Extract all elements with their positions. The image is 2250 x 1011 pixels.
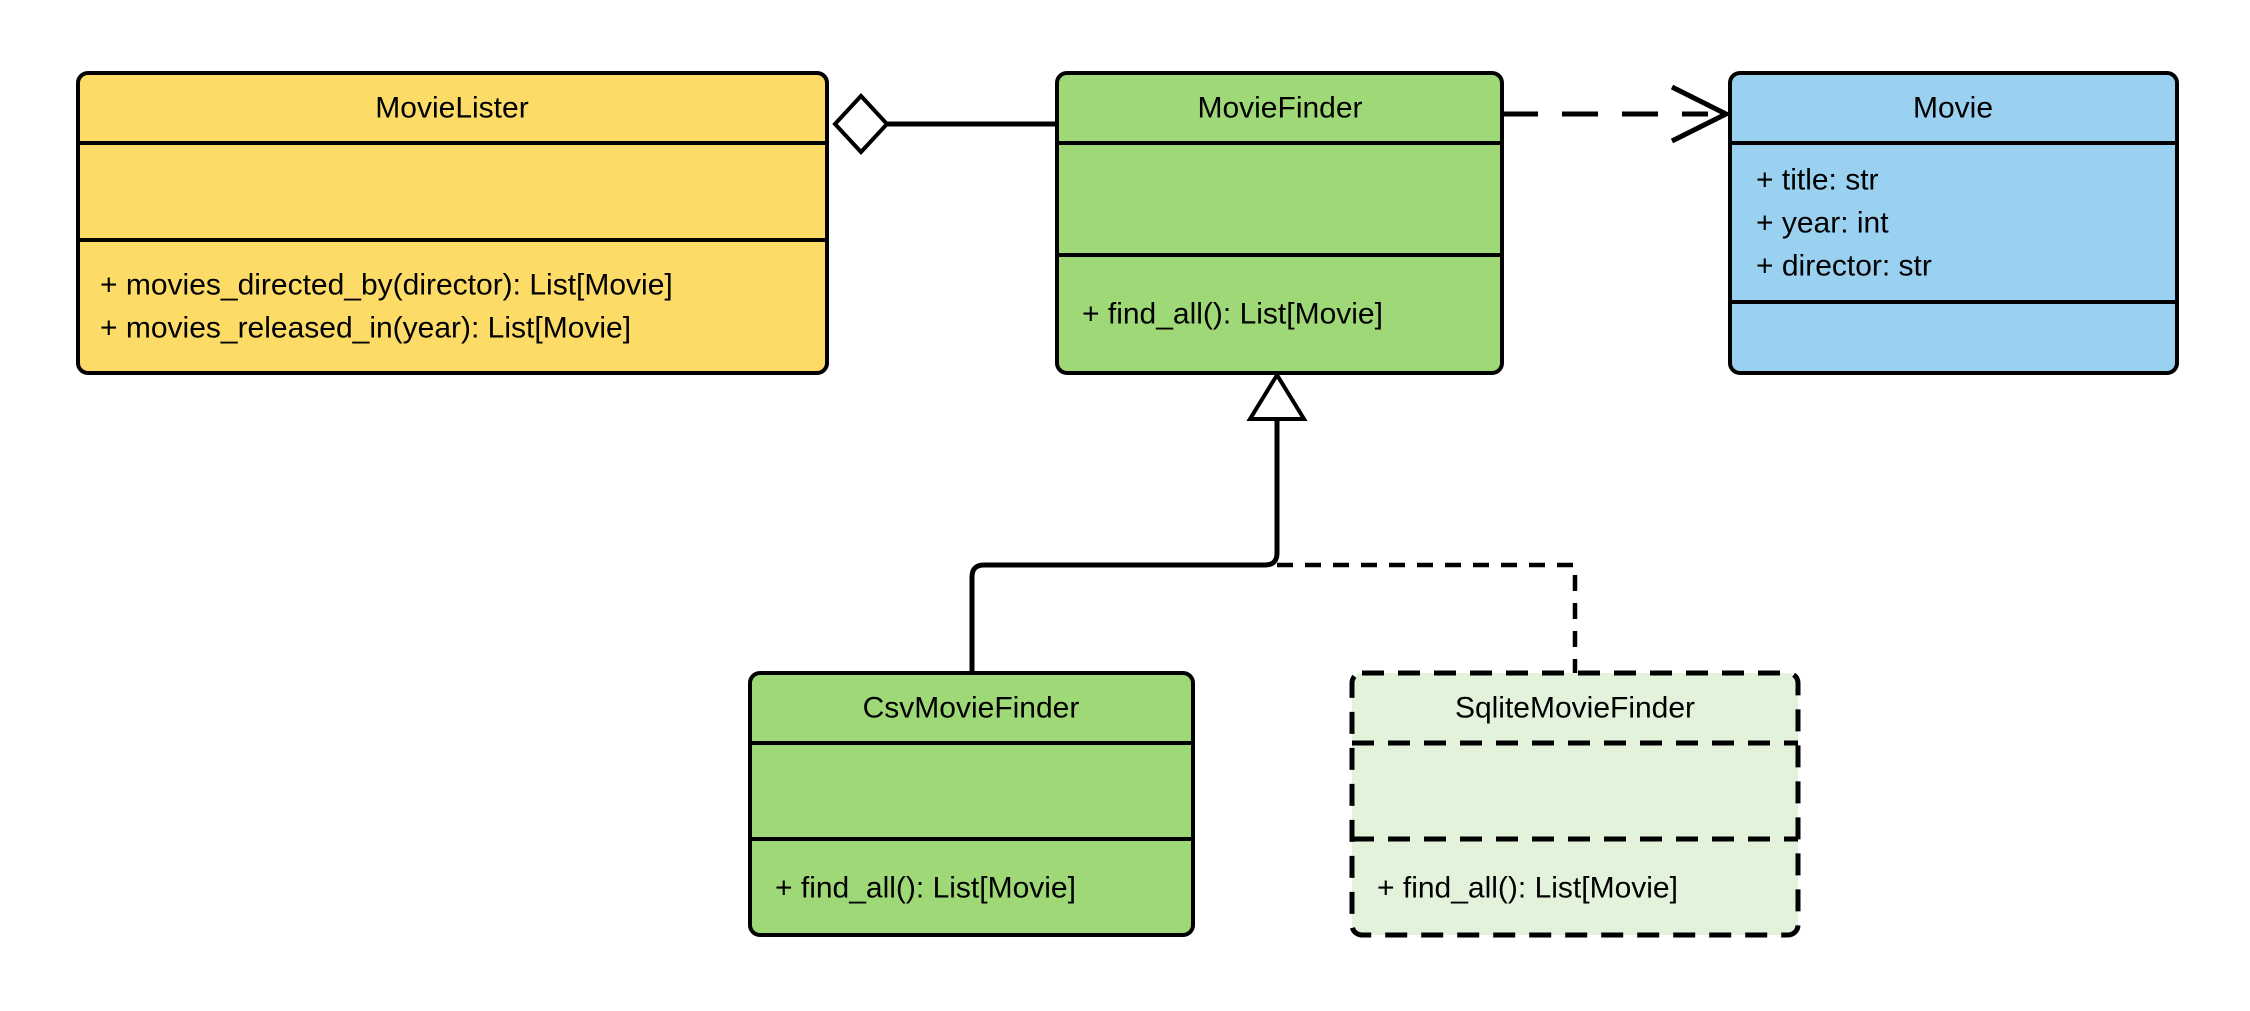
generalization-solid-line[interactable] (969, 419, 1280, 673)
class-sqlitemoviefinder-title: SqliteMovieFinder (1455, 692, 1695, 725)
class-moviefinder-box[interactable] (1055, 71, 1504, 375)
class-moviefinder: MovieFinder + find_all(): List[Movie] (1055, 71, 1504, 375)
generalization-connector-sqlitemoviefinder-moviefinder[interactable] (1277, 562, 1578, 673)
class-movielister-box[interactable] (76, 71, 829, 375)
open-diamond-marker (832, 93, 890, 155)
class-moviefinder-title: MovieFinder (1197, 92, 1362, 125)
class-csvmoviefinder-box[interactable] (748, 671, 1195, 937)
generalization-dashed-line[interactable] (1277, 562, 1578, 673)
class-sqlitemoviefinder: SqliteMovieFinder + find_all(): List[Mov… (1349, 670, 1801, 938)
hollow-triangle-marker (1246, 371, 1308, 421)
class-movie-attribute-3: + director: str (1756, 250, 1932, 283)
class-movie-attribute-1: + title: str (1756, 164, 1879, 197)
class-csvmoviefinder: CsvMovieFinder + find_all(): List[Movie] (748, 671, 1195, 937)
class-movielister: MovieLister + movies_directed_by(directo… (76, 71, 829, 375)
class-movielister-method-1: + movies_directed_by(director): List[Mov… (100, 269, 673, 302)
aggregation-connector-movielister-moviefinder[interactable] (832, 93, 1057, 155)
class-sqlitemoviefinder-method-1: + find_all(): List[Movie] (1377, 872, 1678, 905)
open-arrowhead-marker (1670, 84, 1732, 144)
generalization-connector-csvmoviefinder-moviefinder[interactable] (969, 371, 1308, 673)
class-movie: Movie + title: str + year: int + directo… (1728, 71, 2179, 375)
class-movie-box[interactable] (1728, 71, 2179, 375)
class-csvmoviefinder-method-1: + find_all(): List[Movie] (775, 872, 1076, 905)
class-moviefinder-method-1: + find_all(): List[Movie] (1082, 298, 1383, 331)
class-csvmoviefinder-title: CsvMovieFinder (863, 692, 1080, 725)
class-sqlitemoviefinder-box[interactable] (1349, 670, 1801, 938)
class-movie-attribute-2: + year: int (1756, 207, 1889, 240)
dependency-connector-moviefinder-movie[interactable] (1502, 84, 1732, 144)
class-movie-title: Movie (1913, 92, 1993, 125)
class-movielister-title: MovieLister (375, 92, 528, 125)
class-movielister-method-2: + movies_released_in(year): List[Movie] (100, 312, 631, 345)
